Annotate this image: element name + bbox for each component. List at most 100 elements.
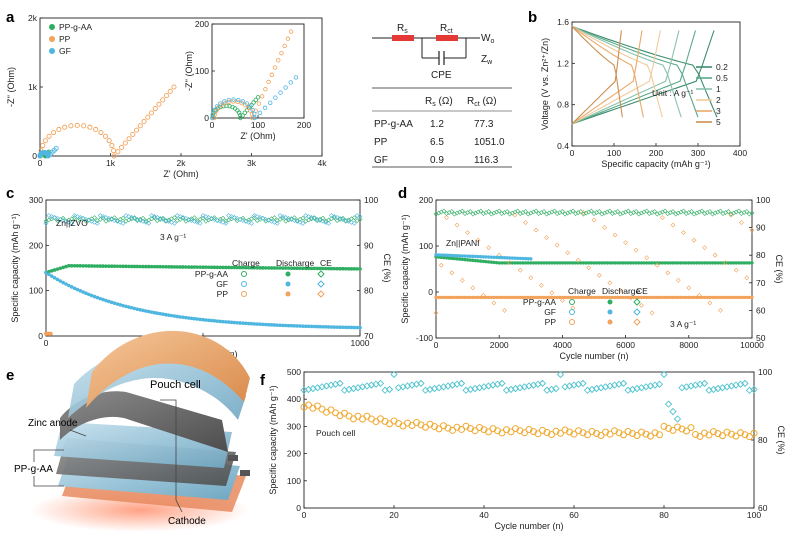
- f-annotation: Pouch cell: [316, 428, 355, 438]
- a-main-ytick-label: 1k: [28, 82, 38, 92]
- a-inset-point-GF: [210, 111, 216, 117]
- c-point-pp-g-aa: [146, 264, 151, 269]
- d-point-pp-g-aa: [700, 261, 704, 265]
- c-ylabel: Specific capacity (mAh g⁻¹): [10, 213, 20, 322]
- d-point-pp-g-aa: [695, 261, 699, 265]
- c-point-pp-g-aa: [204, 265, 208, 270]
- c-point-gf: [335, 325, 339, 329]
- f-capacity-point: [485, 428, 492, 436]
- a-main-point-PP: [171, 84, 177, 90]
- c-ce-pp-g-aa: [120, 215, 126, 221]
- d-ce-pp-g-aa: [449, 209, 455, 214]
- f-y2tick-label: 80: [758, 435, 768, 445]
- f-xlabel: Cycle number (n): [494, 521, 563, 531]
- d-point-pp: [505, 295, 509, 300]
- a-inset-point-PP-g-AA: [251, 100, 256, 105]
- c-point-pp-g-aa: [55, 267, 60, 271]
- d-ce-pp: [749, 227, 755, 233]
- d-point-pp: [602, 295, 607, 300]
- f-capacity-point: [696, 432, 704, 440]
- d-point-pp-g-aa: [618, 261, 623, 265]
- d-point-pp-g-aa: [547, 261, 551, 265]
- c-point-pp-g-aa: [252, 265, 257, 270]
- a-main-point-PP: [163, 93, 170, 99]
- c-point-pp-g-aa: [198, 265, 202, 269]
- c-point-pp-g-aa: [107, 264, 111, 268]
- d-rate-annotation: 3 A g⁻¹: [670, 319, 696, 329]
- a-inset-point-GF: [214, 104, 220, 109]
- a-main-point-PP: [122, 140, 128, 146]
- d-point-pp: [452, 295, 457, 300]
- c-point-gf: [89, 293, 94, 298]
- c-point-gf: [124, 304, 128, 309]
- d-point-pp-g-aa: [642, 261, 646, 265]
- c-point-gf: [107, 299, 111, 304]
- d-ce-pp: [665, 270, 671, 276]
- d-point-pp: [742, 295, 746, 300]
- d-point-pp: [679, 295, 683, 300]
- d-point-pp-g-aa: [489, 260, 493, 264]
- f-capacity-point: [701, 429, 708, 437]
- f-ylabel: Specific capacity (mAh g⁻¹): [268, 385, 278, 494]
- d-point-pp-g-aa: [452, 256, 457, 261]
- d-ce-pp-g-aa: [717, 208, 723, 214]
- panel-letter-b: b: [528, 9, 537, 26]
- a-main-xtick-label: 3k: [247, 158, 257, 168]
- d-ce-pp: [454, 222, 460, 228]
- c-point-gf: [252, 322, 257, 326]
- d-point-gf: [439, 253, 443, 257]
- d-point-gf: [526, 257, 530, 261]
- f-ce-point: [660, 370, 668, 379]
- c-point-pp-g-aa: [346, 266, 351, 271]
- a-main-xtick-label: 0: [38, 158, 43, 168]
- c-point-pp-g-aa: [118, 264, 123, 269]
- d-point-gf: [476, 254, 480, 259]
- c-point-gf: [306, 324, 311, 329]
- b-unit-annotation: Unit : A g⁻¹: [652, 88, 694, 98]
- f-ce-point: [498, 379, 506, 388]
- d-ce-pp: [470, 285, 476, 291]
- d-point-pp: [550, 295, 554, 300]
- c-point-pp-g-aa: [306, 266, 311, 271]
- a-main-point-PP: [141, 118, 147, 125]
- c-point-gf: [355, 325, 359, 330]
- d-ce-pp: [660, 215, 665, 220]
- c-point-gf: [249, 321, 254, 326]
- d-point-pp-g-aa: [710, 261, 715, 265]
- f-capacity-point: [732, 432, 740, 440]
- a-inset-point-GF: [247, 104, 253, 109]
- f-ce-point: [579, 379, 587, 388]
- c-point-gf: [221, 319, 225, 324]
- c-point-pp-g-aa: [244, 265, 248, 270]
- c-system-annotation: Zn||ZVO: [56, 218, 88, 228]
- d-legend-discharge: [607, 299, 613, 305]
- d-point-pp: [458, 295, 462, 300]
- c-y2tick-label: 80: [364, 286, 374, 296]
- d-ce-pp: [612, 232, 618, 238]
- f-ce-point: [385, 385, 394, 394]
- c-point-pp-g-aa: [64, 264, 68, 269]
- a-inset-point-PP: [231, 99, 236, 104]
- panel-letter-d: d: [398, 185, 407, 202]
- b-ytick-label: 1.2: [557, 58, 569, 68]
- d-point-pp: [702, 295, 707, 300]
- d-point-pp: [510, 295, 515, 300]
- tab-shape: [228, 455, 238, 461]
- d-point-pp-g-aa: [658, 261, 662, 265]
- c-point-pp-g-aa: [249, 265, 254, 270]
- d-point-pp: [515, 295, 520, 300]
- rs-label: Rs: [397, 23, 408, 35]
- c-point-gf: [278, 323, 282, 328]
- a-main-ylabel: -Z'' (Ohm): [6, 67, 16, 107]
- a-inset-point-PP-g-AA: [242, 110, 248, 116]
- c-point-gf: [67, 283, 71, 288]
- d-legend-ce: [633, 318, 641, 326]
- d-ce-pp: [575, 257, 581, 263]
- a-inset-point-PP-g-AA: [240, 113, 245, 118]
- f-capacity-point: [647, 432, 654, 440]
- d-point-pp-g-aa: [650, 261, 654, 265]
- c-point-gf: [315, 324, 319, 329]
- c-point-gf: [69, 285, 74, 289]
- d-point-pp-g-aa: [579, 261, 583, 265]
- f-capacity-point: [638, 428, 645, 436]
